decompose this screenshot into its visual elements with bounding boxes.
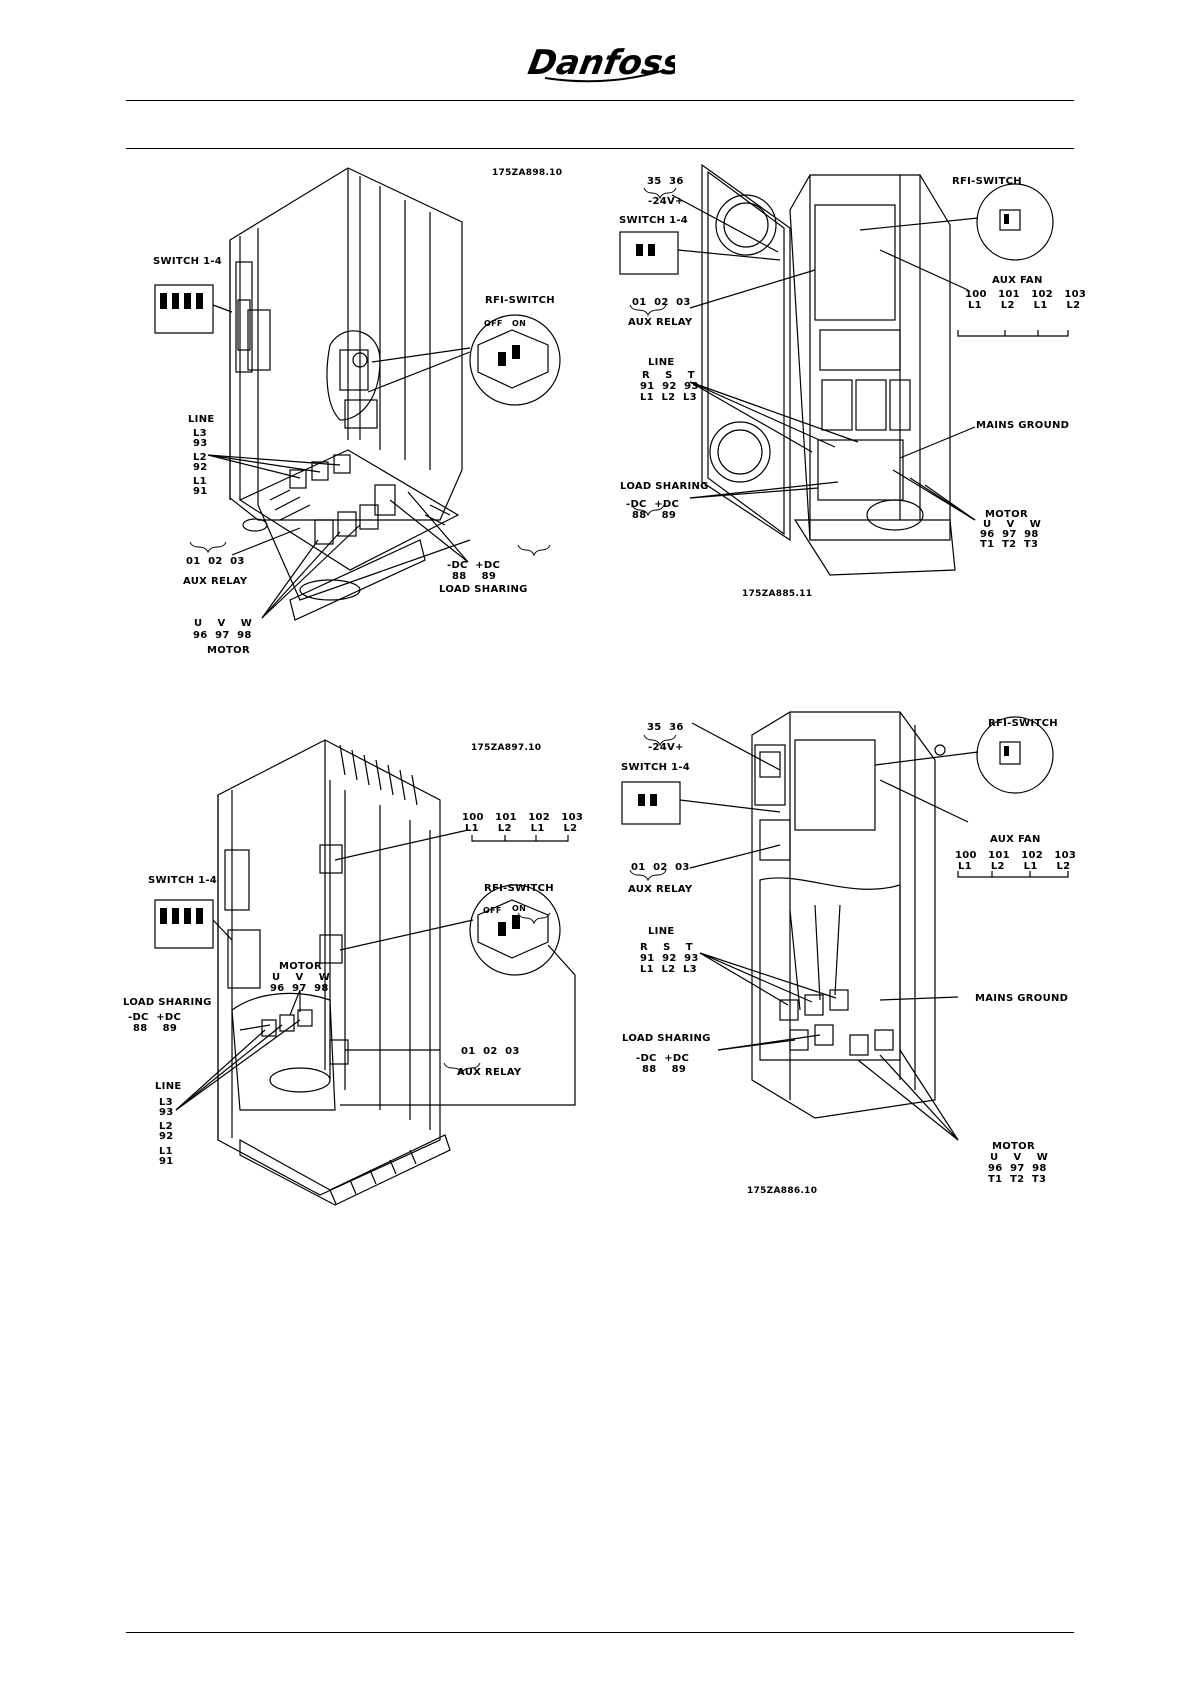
load-sharing-title: LOAD SHARING [123,997,212,1008]
danfoss-logo: Danfoss [525,43,675,83]
line-92: 92 [193,462,208,473]
header-rule-bottom [126,148,1074,149]
motor-uvw: U V W [990,1152,1049,1163]
aux-fan-l: L1 L2 L1 L2 [968,300,1081,311]
aux-relay-numbers: 01 02 03 [186,556,245,567]
drive-drawing-4 [621,711,1069,1141]
rfi-off-label: OFF [483,906,502,915]
line-title: LINE [188,414,215,425]
line-title: LINE [648,357,675,368]
dc-numbers: 88 89 [133,1023,178,1034]
line-l2: L2 [193,452,207,463]
dc-numbers: 88 89 [632,510,677,521]
line-rst: R S T [642,370,695,381]
rfi-switch-label: RFI-SWITCH [952,176,1022,187]
rfi-switch-label: RFI-SWITCH [988,718,1058,729]
line-l: L1 L2 L3 [640,392,697,403]
aux-relay-title: AUX RELAY [628,317,693,328]
drawing-code: 175ZA898.10 [492,168,563,178]
aux-fan-numbers: 100 101 102 103 [955,850,1077,861]
motor-numbers: 96 97 98 [270,983,329,994]
line-numbers: 91 92 93 [640,381,699,392]
dc-labels: -DC +DC [626,499,680,510]
drive-drawing-1 [154,167,561,621]
motor-title: MOTOR [992,1141,1035,1152]
line-l3: L3 [193,428,207,439]
line-92: 92 [159,1131,174,1142]
line-l3: L3 [159,1097,173,1108]
aux-fan-l: L1 L2 L1 L2 [958,861,1071,872]
aux-fan-numbers: 100 101 102 103 [965,289,1087,300]
dc-numbers: 88 89 [452,571,497,582]
motor-title: MOTOR [279,961,322,972]
line-91: 91 [193,486,208,497]
aux-fan-title: AUX FAN [992,275,1043,286]
aux-relay-title: AUX RELAY [628,884,693,895]
motor-t: T1 T2 T3 [980,539,1039,550]
motor-numbers: 96 97 98 [980,529,1039,540]
aux-relay-numbers: 01 02 03 [631,862,690,873]
line-91: 91 [159,1156,174,1167]
line-l2: L2 [159,1121,173,1132]
terminal-numbers: 35 36 [647,722,684,733]
drawing-panel-3: 175ZA897.10 100 101 102 103 L1 L2 L1 L2 … [123,739,584,1206]
mains-ground-label: MAINS GROUND [975,993,1069,1004]
line-numbers: 91 92 93 [640,953,699,964]
switch-label: SWITCH 1-4 [153,256,223,267]
dc-numbers: 88 89 [642,1064,687,1075]
line-93: 93 [159,1107,174,1118]
terminal-voltage: -24V+ [648,742,684,753]
switch-label: SWITCH 1-4 [621,762,691,773]
footer-rule [126,1632,1074,1633]
aux-relay-title: AUX RELAY [457,1067,522,1078]
terminal-voltage: -24V+ [648,196,684,207]
rfi-off-label: OFF [484,319,503,328]
motor-uvw: U V W [194,618,253,629]
header-rule-top [126,100,1074,101]
aux-fan-l: L1 L2 L1 L2 [465,823,578,834]
load-sharing-title: LOAD SHARING [622,1033,711,1044]
aux-relay-numbers: 01 02 03 [632,297,691,308]
motor-uvw: U V W [272,972,331,983]
rfi-switch-label: RFI-SWITCH [485,295,555,306]
rfi-on-label: ON [512,319,527,328]
drawing-panel-1: 175ZA898.10 SWITCH 1-4 RFI-SWITCH OFF ON… [0,0,595,680]
motor-uvw: U V W [983,519,1042,530]
load-sharing-title: LOAD SHARING [439,584,528,595]
motor-title: MOTOR [207,645,250,656]
motor-title: MOTOR [985,509,1028,520]
dc-labels: -DC +DC [447,560,501,571]
drive-drawing-2 [619,163,1069,576]
line-title: LINE [155,1081,182,1092]
load-sharing-title: LOAD SHARING [620,481,709,492]
drawing-code: 175ZA885.11 [742,589,813,599]
motor-numbers: 96 97 98 [988,1163,1047,1174]
dc-labels: -DC +DC [636,1053,690,1064]
terminal-numbers: 35 36 [647,176,684,187]
switch-label: SWITCH 1-4 [148,875,218,886]
motor-t: T1 T2 T3 [988,1174,1047,1185]
switch-label: SWITCH 1-4 [619,215,689,226]
line-l1: L1 [193,476,207,487]
drawing-code: 175ZA897.10 [471,743,542,753]
rfi-on-label: ON [512,904,527,913]
aux-relay-title: AUX RELAY [183,576,248,587]
motor-numbers: 96 97 98 [193,630,252,641]
aux-relay-numbers: 01 02 03 [461,1046,520,1057]
drawing-code: 175ZA886.10 [747,1186,818,1196]
svg-text:Danfoss: Danfoss [525,43,675,83]
line-l1: L1 [159,1146,173,1157]
mains-ground-label: MAINS GROUND [976,420,1070,431]
line-l: L1 L2 L3 [640,964,697,975]
line-rst: R S T [640,942,693,953]
drive-drawing-3 [154,739,576,1206]
line-93: 93 [193,438,208,449]
dc-labels: -DC +DC [128,1012,182,1023]
rfi-switch-label: RFI-SWITCH [484,883,554,894]
line-title: LINE [648,926,675,937]
aux-fan-numbers: 100 101 102 103 [462,812,584,823]
aux-fan-title: AUX FAN [990,834,1041,845]
drawing-panel-2: 35 36 -24V+ SWITCH 1-4 01 02 03 AUX RELA… [0,0,1190,680]
